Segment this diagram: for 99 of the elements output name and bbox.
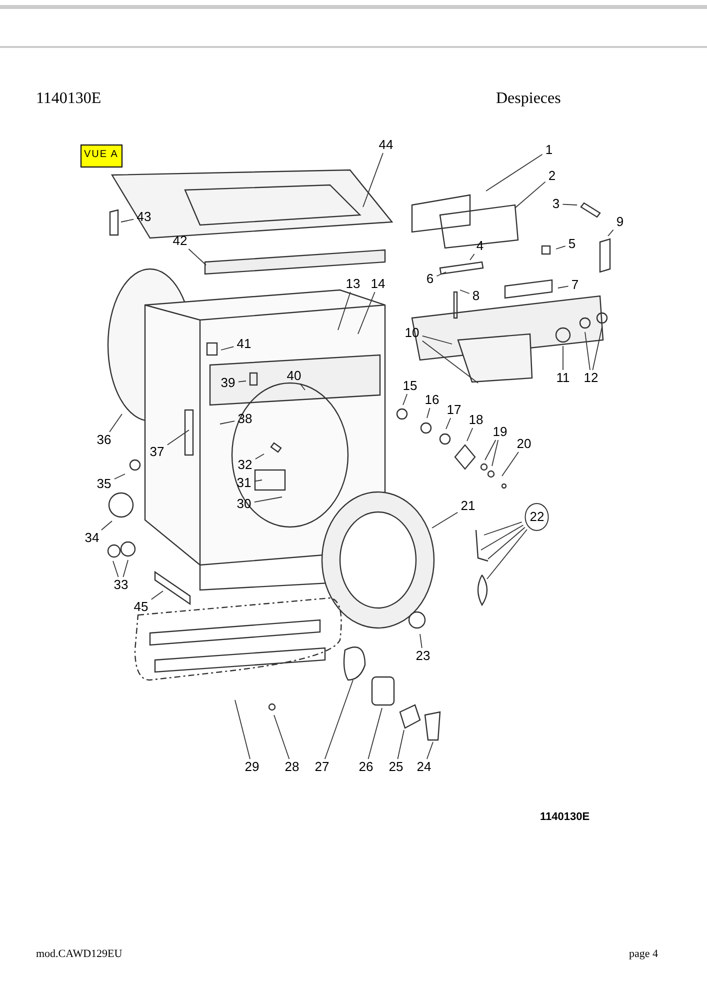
- callout-number: 33: [114, 578, 128, 592]
- callout-number: 20: [516, 437, 532, 451]
- callout-number: 44: [378, 138, 394, 152]
- callout-number: 24: [416, 760, 432, 774]
- callout-number: 37: [150, 445, 164, 459]
- callout-number: 3: [552, 197, 560, 211]
- leader-line: [220, 346, 234, 350]
- callout-number: 40: [286, 369, 302, 383]
- callout-number: 21: [460, 499, 476, 513]
- leader-line: [420, 634, 422, 648]
- leader-line: [362, 152, 384, 208]
- leader-line: [109, 414, 122, 432]
- callout-number: 28: [284, 760, 300, 774]
- callout-number: 13: [346, 277, 360, 291]
- leader-line: [484, 440, 496, 460]
- leader-line: [446, 418, 452, 430]
- callout-number: 41: [236, 337, 252, 351]
- callout-number: 12: [584, 371, 598, 385]
- callout-number: 17: [446, 403, 462, 417]
- leader-line: [426, 408, 430, 418]
- leader-line: [114, 474, 126, 480]
- leader-line: [397, 730, 404, 760]
- leader-line: [466, 428, 474, 442]
- callout-number: 35: [96, 477, 112, 491]
- leader-line: [502, 452, 519, 476]
- leader-line: [358, 292, 376, 334]
- callout-number: 15: [402, 379, 418, 393]
- leader-line: [592, 326, 602, 370]
- leader-line: [422, 335, 452, 344]
- leader-line: [254, 454, 264, 460]
- callout-number: 22: [524, 503, 550, 531]
- callout-number: 45: [134, 600, 148, 614]
- leader-line: [166, 430, 190, 446]
- leader-line: [486, 529, 528, 580]
- leader-line: [488, 526, 526, 560]
- callout-number: 1: [545, 143, 553, 157]
- callout-number: 27: [314, 760, 330, 774]
- callout-number: 5: [568, 237, 576, 251]
- model-code: mod.CAWD129EU: [36, 948, 122, 960]
- callout-number: 7: [571, 278, 579, 292]
- callout-number: 8: [472, 289, 480, 303]
- callout-number: 36: [96, 433, 112, 447]
- callout-number: 18: [468, 413, 484, 427]
- leader-line: [558, 286, 569, 288]
- leader-line: [480, 524, 524, 550]
- callout-number: 29: [244, 760, 260, 774]
- view-label: VUE A: [84, 149, 118, 160]
- leader-line: [234, 700, 250, 760]
- leader-line: [254, 496, 282, 503]
- leader-line: [432, 512, 458, 528]
- leader-line: [368, 708, 382, 760]
- leader-line: [188, 248, 206, 266]
- callout-number: 9: [616, 215, 624, 229]
- leader-line: [324, 680, 354, 760]
- leader-line: [460, 290, 470, 294]
- leader-line: [220, 420, 236, 424]
- callout-number: 2: [548, 169, 556, 183]
- callout-number: 14: [370, 277, 386, 291]
- leader-line: [422, 340, 478, 384]
- leader-line: [486, 154, 543, 192]
- callout-number: 31: [236, 476, 252, 490]
- leader-line: [484, 522, 522, 536]
- callout-number: 11: [556, 371, 570, 385]
- leader-line: [426, 742, 434, 760]
- callout-number: 26: [358, 760, 374, 774]
- page-number: page 4: [629, 948, 658, 960]
- leader-line: [584, 332, 590, 370]
- leader-line: [470, 254, 475, 260]
- leader-line: [100, 520, 112, 530]
- leader-line: [562, 346, 564, 370]
- leader-line: [238, 380, 246, 382]
- leader-line: [112, 560, 119, 578]
- leader-line: [608, 229, 614, 236]
- callout-number: 42: [172, 234, 188, 248]
- callout-number: 19: [492, 425, 508, 439]
- part-number: 1140130E: [540, 811, 590, 823]
- callout-number: 34: [84, 531, 100, 545]
- part-number: 1140130E: [36, 90, 102, 108]
- leader-line: [514, 181, 546, 208]
- callout-number: 39: [220, 376, 236, 390]
- leader-line: [562, 204, 578, 206]
- leader-line: [436, 272, 446, 277]
- leader-line: [402, 394, 408, 406]
- callout-number: 23: [416, 649, 430, 663]
- callout-number: 6: [426, 272, 434, 286]
- callout-number: 32: [238, 458, 252, 472]
- leader-line: [122, 560, 128, 578]
- leader-line: [338, 292, 351, 330]
- callout-number: 25: [388, 760, 404, 774]
- callout-number: 43: [136, 210, 152, 224]
- leader-line: [150, 590, 164, 600]
- section-title: Despieces: [496, 90, 561, 108]
- callout-number: 16: [424, 393, 440, 407]
- leader-line: [300, 384, 306, 390]
- leader-line: [492, 440, 499, 466]
- leader-line: [274, 714, 290, 760]
- leader-line: [556, 246, 566, 250]
- leader-line: [120, 218, 134, 222]
- leader-line: [254, 480, 262, 482]
